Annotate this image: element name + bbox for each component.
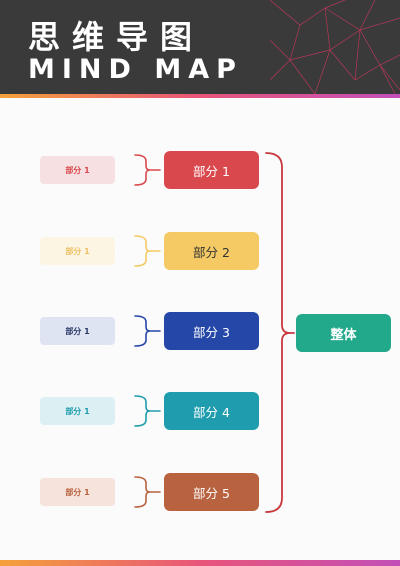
small-brace-2: [134, 235, 161, 267]
small-brace-4: [134, 395, 161, 427]
sub-node-3[interactable]: 部分 1: [40, 317, 115, 345]
footer-accent-bar: [0, 560, 400, 566]
part-node-4[interactable]: 部分 4: [164, 392, 259, 430]
small-brace-3: [134, 315, 161, 347]
sub-node-1[interactable]: 部分 1: [40, 156, 115, 184]
main-brace: [265, 152, 295, 513]
part-node-2[interactable]: 部分 2: [164, 232, 259, 270]
network-pattern-icon: [270, 0, 400, 94]
part-node-1[interactable]: 部分 1: [164, 151, 259, 189]
title-chinese: 思维导图: [28, 18, 205, 56]
whole-node[interactable]: 整体: [296, 314, 391, 352]
sub-node-5[interactable]: 部分 1: [40, 478, 115, 506]
title-english: MIND MAP: [28, 54, 243, 85]
sub-node-4[interactable]: 部分 1: [40, 397, 115, 425]
header-banner: 思维导图 MIND MAP: [0, 0, 400, 94]
part-node-3[interactable]: 部分 3: [164, 312, 259, 350]
part-node-5[interactable]: 部分 5: [164, 473, 259, 511]
sub-node-2[interactable]: 部分 1: [40, 237, 115, 265]
small-brace-5: [134, 476, 161, 508]
header-accent-bar: [0, 94, 400, 98]
small-brace-1: [134, 154, 161, 186]
